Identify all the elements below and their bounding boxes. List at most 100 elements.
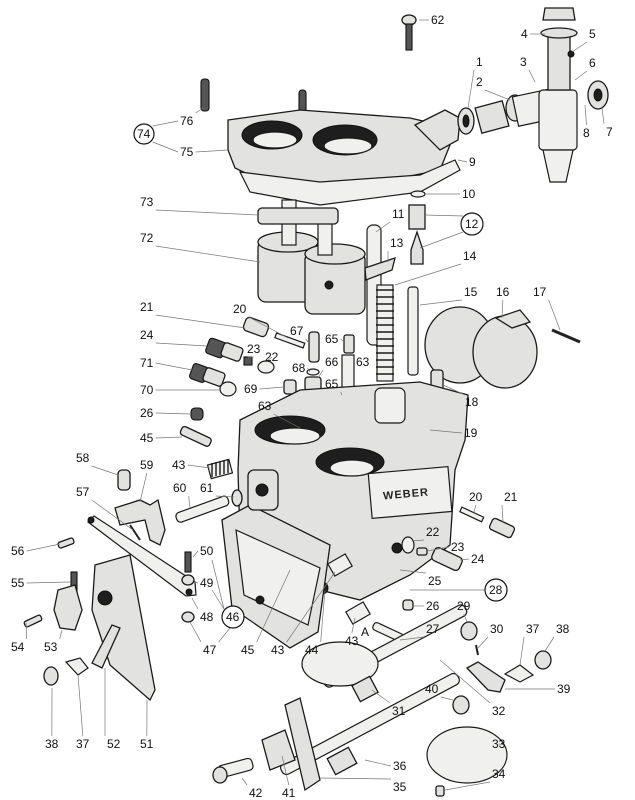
leader-line: [152, 120, 179, 127]
callout-63-top: 63: [356, 355, 370, 369]
leader-line: [444, 781, 491, 791]
stud-cover: [298, 89, 307, 113]
callout-23-right: 23: [451, 540, 465, 554]
leader-line: [473, 504, 477, 513]
pin-30: [475, 644, 479, 656]
callout-33: 33: [492, 737, 506, 751]
leader-lines: [25, 19, 605, 791]
leader-line: [265, 356, 273, 363]
callout-56: 56: [11, 544, 25, 558]
leader-line: [317, 369, 324, 379]
linkage-57-59: [87, 469, 197, 597]
leader-line: [519, 636, 525, 666]
callout-58: 58: [76, 451, 90, 465]
leader-line: [548, 299, 561, 331]
callout-20-left: 20: [233, 302, 247, 316]
leader-line: [544, 636, 555, 652]
leader-line: [281, 755, 290, 786]
leader-line: [601, 107, 605, 125]
callout-28-text: 28: [489, 583, 503, 597]
callout-17: 17: [533, 285, 547, 299]
lever-52: [91, 624, 121, 669]
screw-34: [435, 785, 445, 797]
leader-line: [307, 367, 311, 373]
tab-washer-37-right: [503, 664, 535, 683]
leader-line: [394, 263, 462, 286]
leader-line: [411, 539, 425, 542]
callout-74-text: 74: [137, 127, 151, 141]
callout-68: 68: [292, 361, 306, 375]
leader-line: [463, 613, 468, 623]
washer-22-right: [401, 536, 415, 554]
screw-56: [57, 537, 75, 549]
callout-30: 30: [490, 622, 504, 636]
callout-55: 55: [11, 576, 25, 590]
callout-39: 39: [557, 682, 571, 696]
callout-8: 8: [583, 126, 590, 140]
callout-6: 6: [589, 56, 596, 70]
leader-line: [501, 299, 504, 319]
leader-line: [419, 299, 463, 306]
lever-39: [465, 661, 506, 693]
leader-line: [195, 149, 229, 153]
leader-line: [399, 569, 427, 574]
leader-line: [442, 384, 464, 395]
callout-74: 74: [133, 123, 155, 145]
leader-line: [25, 622, 28, 640]
leader-line: [155, 245, 261, 263]
callout-16: 16: [496, 285, 510, 299]
callout-13: 13: [390, 236, 404, 250]
callout-3: 3: [520, 55, 527, 69]
leader-line: [319, 777, 392, 780]
leader-line: [484, 89, 511, 101]
leader-line: [152, 141, 179, 153]
leader-line: [439, 659, 491, 704]
callout-38-left: 38: [45, 737, 59, 751]
leader-line: [457, 159, 468, 163]
leader-line: [571, 41, 588, 53]
leader-line: [459, 558, 470, 561]
leader-line: [248, 316, 289, 339]
top-cover-75: [227, 109, 461, 191]
nut-47: [181, 611, 195, 623]
callout-43-A: 43: [345, 634, 359, 648]
leader-line: [218, 627, 231, 643]
callout-70: 70: [140, 383, 154, 397]
bush-29: [460, 621, 478, 641]
leader-line: [155, 412, 192, 415]
leader-line: [364, 759, 392, 767]
callout-26-left: 26: [140, 406, 154, 420]
springs-43: [206, 458, 371, 625]
callout-29: 29: [457, 599, 471, 613]
callout-44: 44: [305, 643, 319, 657]
leader-line: [528, 69, 536, 83]
leader-line: [195, 107, 204, 114]
leader-line: [77, 674, 84, 737]
leader-line: [498, 743, 506, 746]
washer-10: [410, 190, 426, 198]
float-16: [424, 306, 538, 389]
leader-line: [59, 629, 63, 640]
callout-75: 75: [180, 145, 194, 159]
callout-69: 69: [244, 382, 258, 396]
callout-65-bottom: 65: [325, 377, 339, 391]
callout-15: 15: [464, 285, 478, 299]
callout-12-text: 12: [465, 217, 479, 231]
callout-24-left: 24: [140, 328, 154, 342]
leader-line: [241, 777, 248, 786]
callout-36: 36: [393, 759, 407, 773]
callout-32: 32: [492, 704, 506, 718]
leader-line: [340, 338, 345, 343]
callout-42: 42: [249, 786, 263, 800]
gasket-9: [238, 159, 461, 206]
screw-45: [179, 425, 212, 447]
throttle-spindles: [280, 604, 508, 792]
screw-50: [184, 551, 192, 573]
leader-line: [91, 465, 119, 476]
leader-line: [191, 597, 199, 610]
callout-45-left: 45: [140, 431, 154, 445]
callout-53: 53: [44, 640, 58, 654]
needle-valve-12: [408, 204, 426, 265]
nut-38-right: [534, 650, 552, 670]
